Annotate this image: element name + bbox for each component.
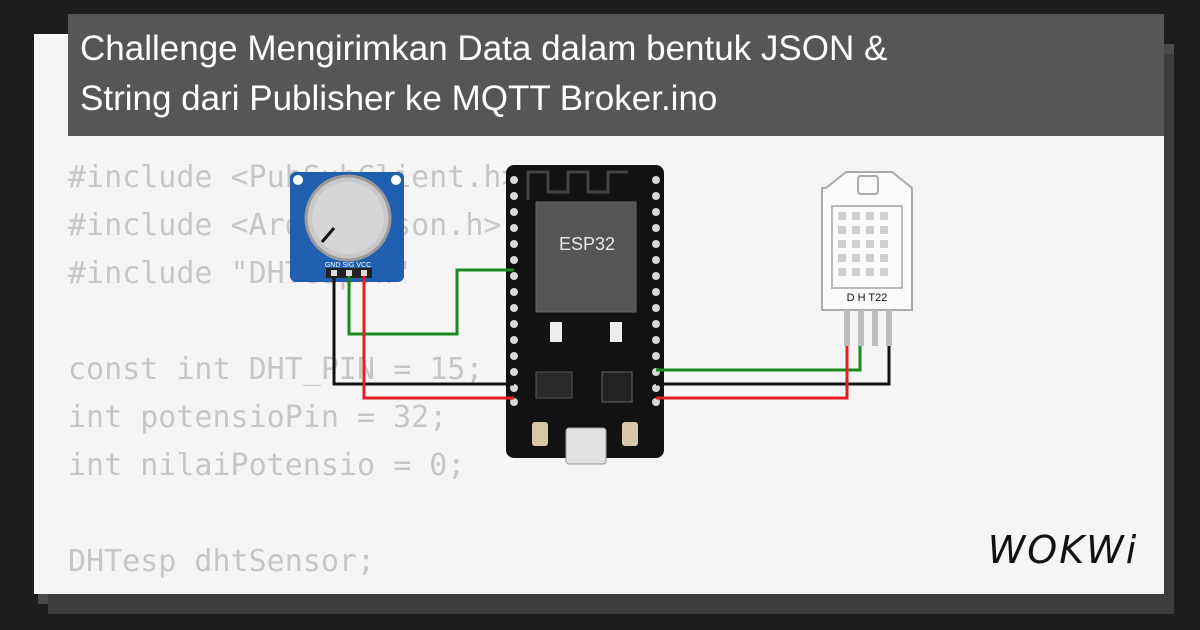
esp32-board[interactable]: ESP32: [506, 165, 664, 465]
wire-pot-vcc: [362, 276, 514, 400]
code-line: DHTesp dhtSensor;: [68, 544, 376, 579]
wokwi-logo-text: WOKWi: [988, 528, 1139, 572]
wire-pot-sig: [347, 268, 514, 336]
project-title-box: Challenge Mengirimkan Data dalam bentuk …: [68, 14, 1164, 136]
esp32-chip-label: ESP32: [559, 234, 615, 254]
code-line: int nilaiPotensio = 0;: [68, 448, 466, 483]
potentiometer[interactable]: GND SIG VCC: [290, 172, 404, 282]
wire-dht-data: [656, 346, 862, 372]
project-title-line-1: Challenge Mengirimkan Data dalam bentuk …: [80, 29, 888, 68]
wire-dht-vcc: [656, 346, 849, 400]
pot-pin-labels: GND SIG VCC: [325, 262, 371, 269]
dht22-sensor[interactable]: D H T22: [821, 171, 913, 346]
code-line: int potensioPin = 32;: [68, 400, 448, 435]
wires: [332, 268, 891, 400]
wire-pot-gnd: [332, 276, 514, 386]
project-title-line-2: String dari Publisher ke MQTT Broker.ino: [80, 79, 718, 118]
wokwi-logo: WOKWi: [988, 528, 1139, 572]
dht22-label: D H T22: [847, 292, 888, 304]
code-line: const int DHT_PIN = 15;: [68, 352, 484, 387]
wire-dht-gnd: [656, 346, 891, 386]
